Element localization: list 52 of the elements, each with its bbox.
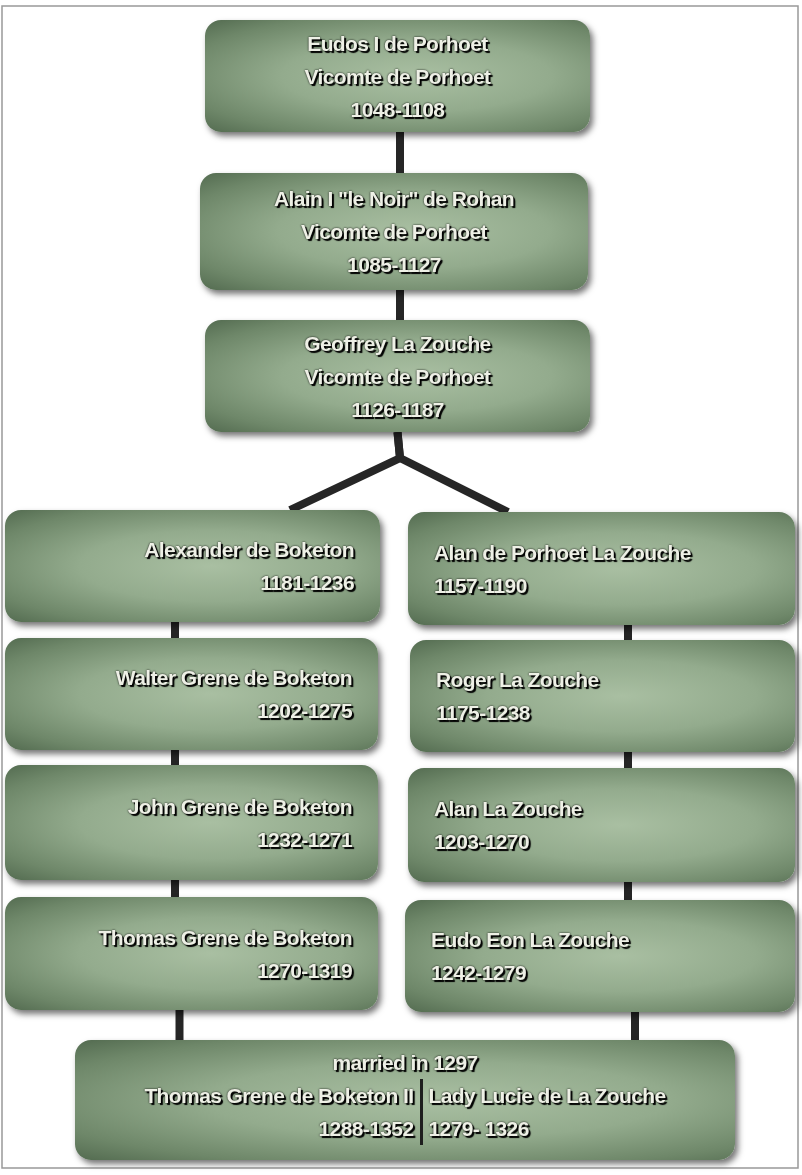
life-dates: 1175-1238	[436, 700, 530, 726]
person-name: John Grene de Boketon	[127, 793, 352, 820]
person-name: Thomas Grene de Boketon	[98, 924, 352, 951]
life-dates: 1126-1187	[351, 396, 444, 423]
connector-line	[624, 625, 632, 640]
life-dates: 1085-1127	[347, 252, 441, 278]
life-dates: 1157-1190	[434, 572, 527, 599]
person-box	[200, 173, 588, 290]
life-dates: 1279- 1326	[428, 1116, 529, 1142]
life-dates: 1288-1352	[318, 1116, 414, 1142]
person-box	[5, 765, 378, 880]
life-dates: 1202-1275	[256, 698, 352, 724]
life-dates: 1232-1271	[256, 826, 352, 853]
person-box	[408, 512, 795, 625]
person-name: Roger La Zouche	[436, 667, 599, 693]
life-dates: 1242-1279	[431, 960, 527, 986]
person-name: Eudos I de Porhoet	[307, 30, 488, 57]
connector-line	[624, 752, 632, 768]
connector-line	[171, 622, 179, 638]
person-name: Walter Grene de Boketon	[115, 665, 352, 691]
person-name: Alain I "le Noir" de Rohan	[274, 186, 514, 212]
person-box	[405, 900, 795, 1012]
title-text: Vicomte de Porhoet	[304, 63, 491, 90]
connector-line	[631, 1012, 639, 1040]
person-name: Geoffrey La Zouche	[304, 330, 491, 357]
person-name: Alexander de Boketon	[144, 537, 354, 563]
connector-line	[171, 750, 179, 765]
person-box	[5, 510, 380, 622]
person-box	[205, 20, 590, 132]
person-name: Thomas Grene de Boketon II	[144, 1083, 414, 1109]
life-dates: 1048-1108	[350, 96, 445, 123]
connector-line	[171, 880, 179, 897]
life-dates: 1203-1270	[434, 829, 530, 855]
person-box	[5, 638, 378, 750]
person-name: Alan de Porhoet La Zouche	[434, 539, 691, 566]
connector-line	[396, 290, 404, 320]
connector-line	[624, 882, 632, 900]
person-box	[408, 768, 795, 882]
person-name: Eudo Eon La Zouche	[431, 927, 630, 953]
connector-line	[175, 1010, 184, 1040]
person-box	[410, 640, 795, 752]
person-name: Alan La Zouche	[434, 796, 582, 822]
life-dates: 1270-1319	[256, 957, 352, 984]
person-name: Lady Lucie de La Zouche	[428, 1083, 666, 1109]
person-box	[205, 320, 590, 432]
person-box	[75, 1040, 735, 1160]
life-dates: 1181-1236	[260, 570, 354, 596]
marriage-note: married in 1297	[331, 1050, 479, 1076]
title-text: Vicomte de Porhoet	[304, 363, 491, 390]
connector-line	[396, 132, 404, 173]
title-text: Vicomte de Porhoet	[301, 219, 487, 245]
person-box	[5, 897, 378, 1010]
